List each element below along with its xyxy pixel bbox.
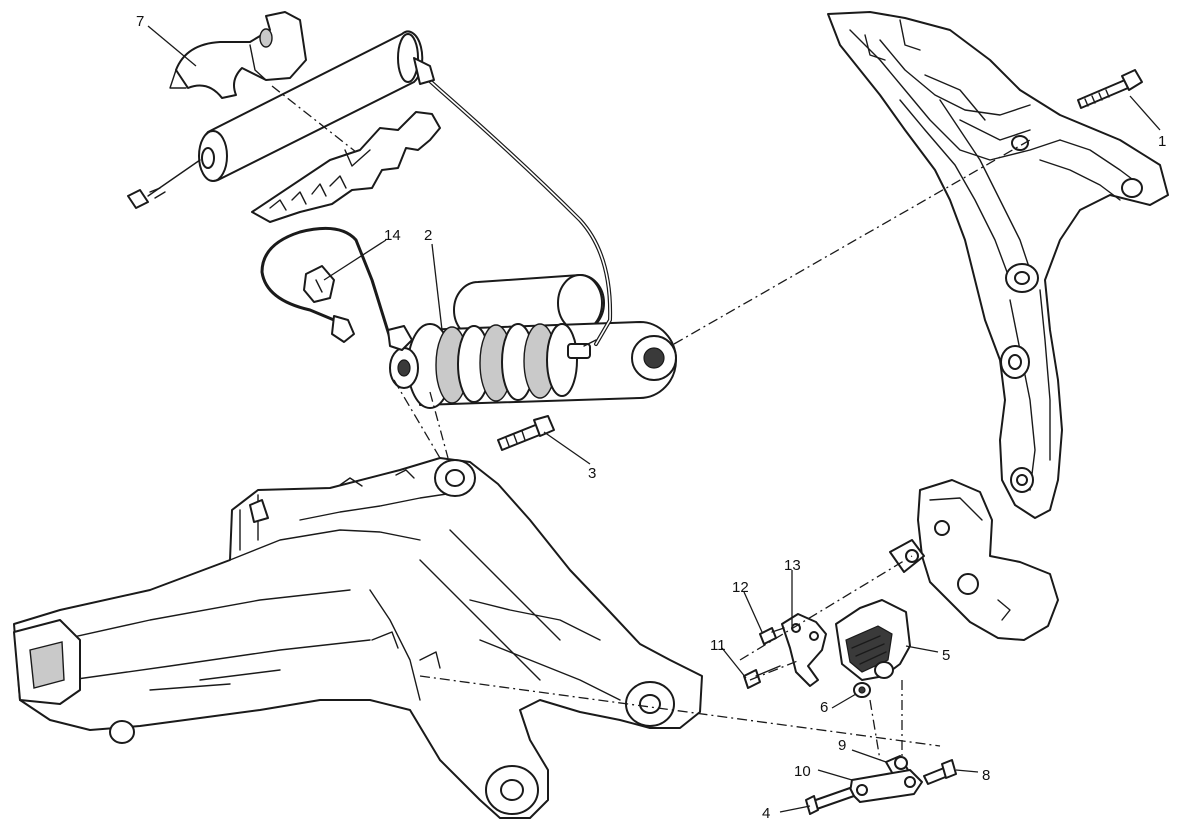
- callout-12: 12: [732, 579, 749, 596]
- callout-2: 2: [424, 227, 432, 244]
- plate-part-13: [781, 613, 827, 687]
- bracket-part-5: [835, 599, 911, 681]
- brake-caliper: [889, 479, 1059, 641]
- bolt-part-4: [805, 787, 855, 815]
- callout-11: 11: [710, 637, 726, 654]
- sensor-part-14: [260, 226, 413, 351]
- callout-6: 6: [820, 699, 828, 716]
- callout-1: 1: [1158, 133, 1166, 150]
- callout-14: 14: [384, 227, 401, 244]
- clamp-part-7: [169, 11, 307, 99]
- bolt-part-3: [497, 415, 555, 451]
- leader-lines: [147, 25, 1161, 813]
- callout-4: 4: [762, 805, 770, 822]
- frame-bracket: [827, 11, 1169, 519]
- reservoir-hose-inner: [419, 71, 611, 345]
- swingarm: [13, 457, 703, 819]
- shock-absorber-part-2: [389, 274, 677, 409]
- screw-part-11: [743, 665, 781, 689]
- heat-shield: [251, 111, 441, 223]
- callout-labels: 1 2 3 4 5 6 7 8 9 10 11 12 13 14: [136, 13, 1166, 822]
- callout-7: 7: [136, 13, 144, 30]
- remote-reservoir: [127, 30, 435, 209]
- callout-10: 10: [794, 763, 811, 780]
- nut-part-6: [853, 682, 871, 698]
- callout-8: 8: [982, 767, 990, 784]
- callout-9: 9: [838, 737, 846, 754]
- assembly-lines: [271, 85, 1031, 761]
- callout-3: 3: [588, 465, 596, 482]
- link-part-10: [849, 769, 923, 803]
- callout-5: 5: [942, 647, 950, 664]
- callout-13: 13: [784, 557, 801, 574]
- bolt-part-1: [1077, 69, 1143, 109]
- bolt-part-8: [923, 759, 957, 785]
